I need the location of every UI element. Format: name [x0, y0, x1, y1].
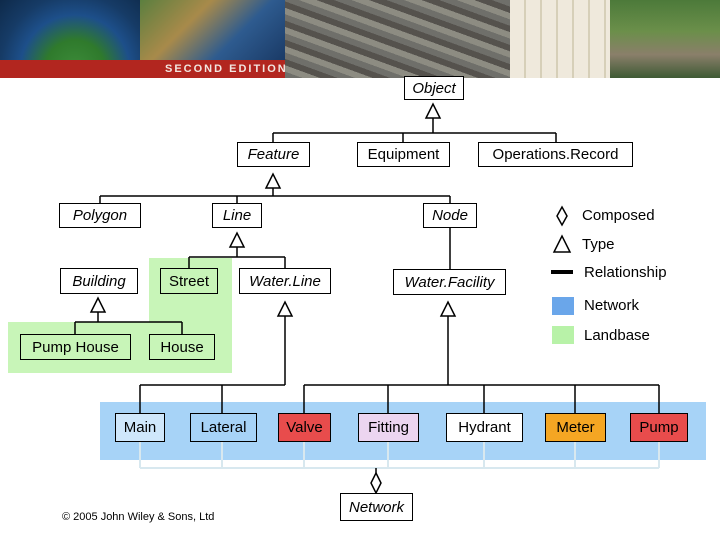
lateral-box[interactable]: Lateral — [190, 413, 257, 442]
network-box[interactable]: Network — [340, 493, 413, 521]
network-swatch — [552, 297, 574, 315]
object-box[interactable]: Object — [404, 76, 464, 100]
hydrant-box[interactable]: Hydrant — [446, 413, 523, 442]
feature-box[interactable]: Feature — [237, 142, 310, 167]
pump-box[interactable]: Pump — [630, 413, 688, 442]
legend-type-label: Type — [582, 236, 615, 253]
node-box[interactable]: Node — [423, 203, 477, 228]
legend-landbase-label: Landbase — [584, 327, 650, 344]
pump-house-box[interactable]: Pump House — [20, 334, 131, 360]
legend-relationship-label: Relationship — [584, 264, 667, 281]
house-box[interactable]: House — [149, 334, 215, 360]
fitting-box[interactable]: Fitting — [358, 413, 419, 442]
valve-box[interactable]: Valve — [278, 413, 331, 442]
legend-composed-label: Composed — [582, 207, 655, 224]
building-box[interactable]: Building — [60, 268, 138, 294]
street-box[interactable]: Street — [160, 268, 218, 294]
legend-network-label: Network — [584, 297, 640, 314]
earth-closeup-image — [140, 0, 285, 60]
water-facility-box[interactable]: Water.Facility — [393, 269, 506, 295]
operations-record-box[interactable]: Operations.Record — [478, 142, 633, 167]
main-box[interactable]: Main — [115, 413, 165, 442]
type-triangle-icon — [552, 234, 572, 253]
city-aerial-image — [285, 0, 510, 78]
edition-label: SECOND EDITION — [165, 63, 288, 75]
polygon-box[interactable]: Polygon — [59, 203, 141, 228]
line-box[interactable]: Line — [212, 203, 262, 228]
edition-strip — [0, 60, 285, 78]
landbase-swatch — [552, 326, 574, 344]
globe-image — [0, 0, 140, 60]
equipment-box[interactable]: Equipment — [357, 142, 450, 167]
relationship-line-icon — [551, 270, 573, 274]
street-map-image — [510, 0, 610, 78]
water-line-box[interactable]: Water.Line — [239, 268, 331, 294]
city-3d-image — [610, 0, 720, 78]
book-banner: SECOND EDITION — [0, 0, 720, 78]
copyright-text: © 2005 John Wiley & Sons, Ltd — [62, 511, 215, 523]
composed-diamond-icon — [556, 205, 568, 227]
meter-box[interactable]: Meter — [545, 413, 606, 442]
